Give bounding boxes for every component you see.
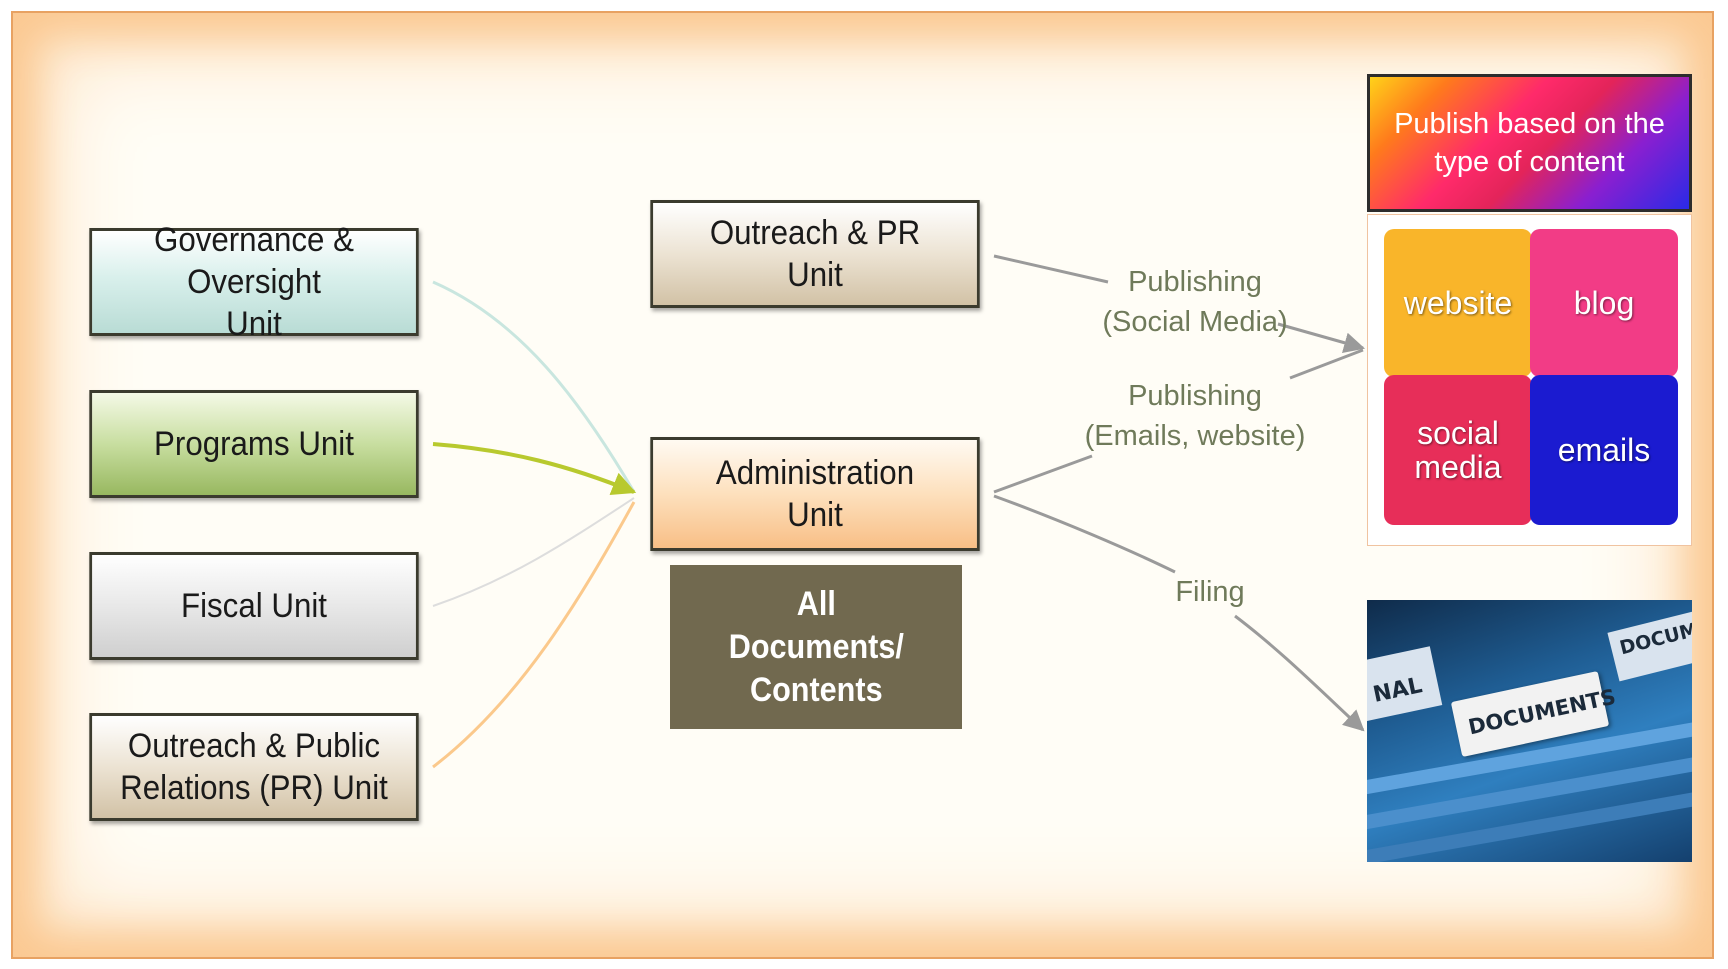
edge-governance-to-admin — [432, 280, 636, 493]
edge-admin-publishing — [993, 348, 1364, 494]
outreach-pr-unit-box: Outreach & PR Unit — [650, 200, 980, 308]
edge-fiscal-to-admin — [432, 497, 635, 607]
all-documents-contents-label: All Documents/ Contents — [728, 584, 904, 709]
governance-oversight-unit-label: Governance & Oversight Unit — [154, 221, 354, 343]
puzzle-piece-social-media: social media — [1384, 375, 1532, 525]
edge-programs-to-admin — [432, 442, 637, 495]
outreach-pr-unit-label: Outreach & PR Unit — [709, 214, 921, 294]
publishing-social-media-label: Publishing (Social Media) — [1102, 266, 1288, 338]
puzzle-website-label: website — [1403, 285, 1513, 321]
administration-unit-box: Administration Unit — [650, 437, 980, 551]
governance-oversight-unit-box: Governance & Oversight Unit — [89, 221, 419, 343]
administration-unit-label: Administration Unit — [715, 454, 915, 534]
content-types-puzzle-image: website blog social media emails — [1367, 214, 1692, 546]
edge-outreach-pr-publishing — [993, 254, 1363, 348]
puzzle-piece-website: website — [1384, 229, 1532, 377]
puzzle-emails-label: emails — [1557, 432, 1651, 468]
publishing-emails-website-label: Publishing (Emails, website) — [1084, 380, 1306, 452]
fiscal-unit-box: Fiscal Unit — [89, 552, 419, 660]
programs-unit-box: Programs Unit — [89, 390, 419, 498]
filing-label: Filing — [1175, 576, 1245, 608]
edge-outreach-to-admin — [432, 501, 636, 769]
document-folders-photo: NAL DOCUMENTS DOCUM — [1367, 600, 1692, 862]
publish-by-content-type-label: Publish based on the type of content — [1394, 108, 1665, 178]
all-documents-contents-box: All Documents/ Contents — [670, 565, 962, 729]
puzzle-social-media-label: social media — [1414, 415, 1502, 485]
outreach-public-relations-unit-box: Outreach & Public Relations (PR) Unit — [89, 713, 419, 821]
puzzle-blog-label: blog — [1573, 285, 1635, 321]
outreach-public-relations-unit-label: Outreach & Public Relations (PR) Unit — [120, 727, 388, 807]
programs-unit-label: Programs Unit — [154, 425, 354, 463]
puzzle-piece-emails: emails — [1530, 375, 1678, 525]
publish-by-content-type-header: Publish based on the type of content — [1367, 74, 1692, 212]
puzzle-piece-blog: blog — [1530, 229, 1678, 377]
edge-admin-filing — [993, 494, 1363, 730]
fiscal-unit-label: Fiscal Unit — [180, 587, 327, 625]
